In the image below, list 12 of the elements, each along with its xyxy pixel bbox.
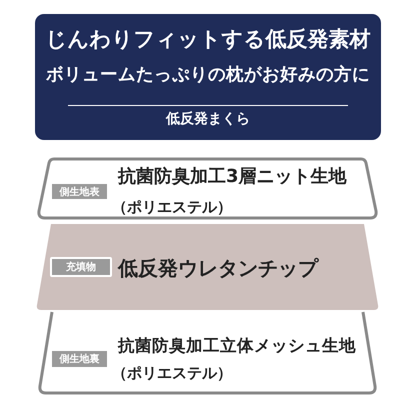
- headline: ボリュームたっぷりの枕がお好みの方に: [45, 66, 371, 86]
- product-subtitle: 低反発まくら: [164, 112, 251, 128]
- layer-material: 低反発ウレタンチップ: [118, 257, 318, 279]
- layer-material: 抗菌防臭加工3層ニット生地: [118, 167, 347, 187]
- material-note: （ポリエステル）: [112, 199, 232, 216]
- header-banner: [35, 14, 381, 140]
- layer-material: 抗菌防臭加工立体メッシュ生地: [118, 337, 356, 356]
- layer-tag: 側生地表: [52, 184, 107, 199]
- material-note: （ポリエステル）: [112, 365, 232, 382]
- headline: じんわりフィットする低反発素材: [44, 28, 372, 52]
- layer-tag: 側生地裏: [52, 351, 107, 367]
- layer-tag: 充填物: [50, 257, 112, 277]
